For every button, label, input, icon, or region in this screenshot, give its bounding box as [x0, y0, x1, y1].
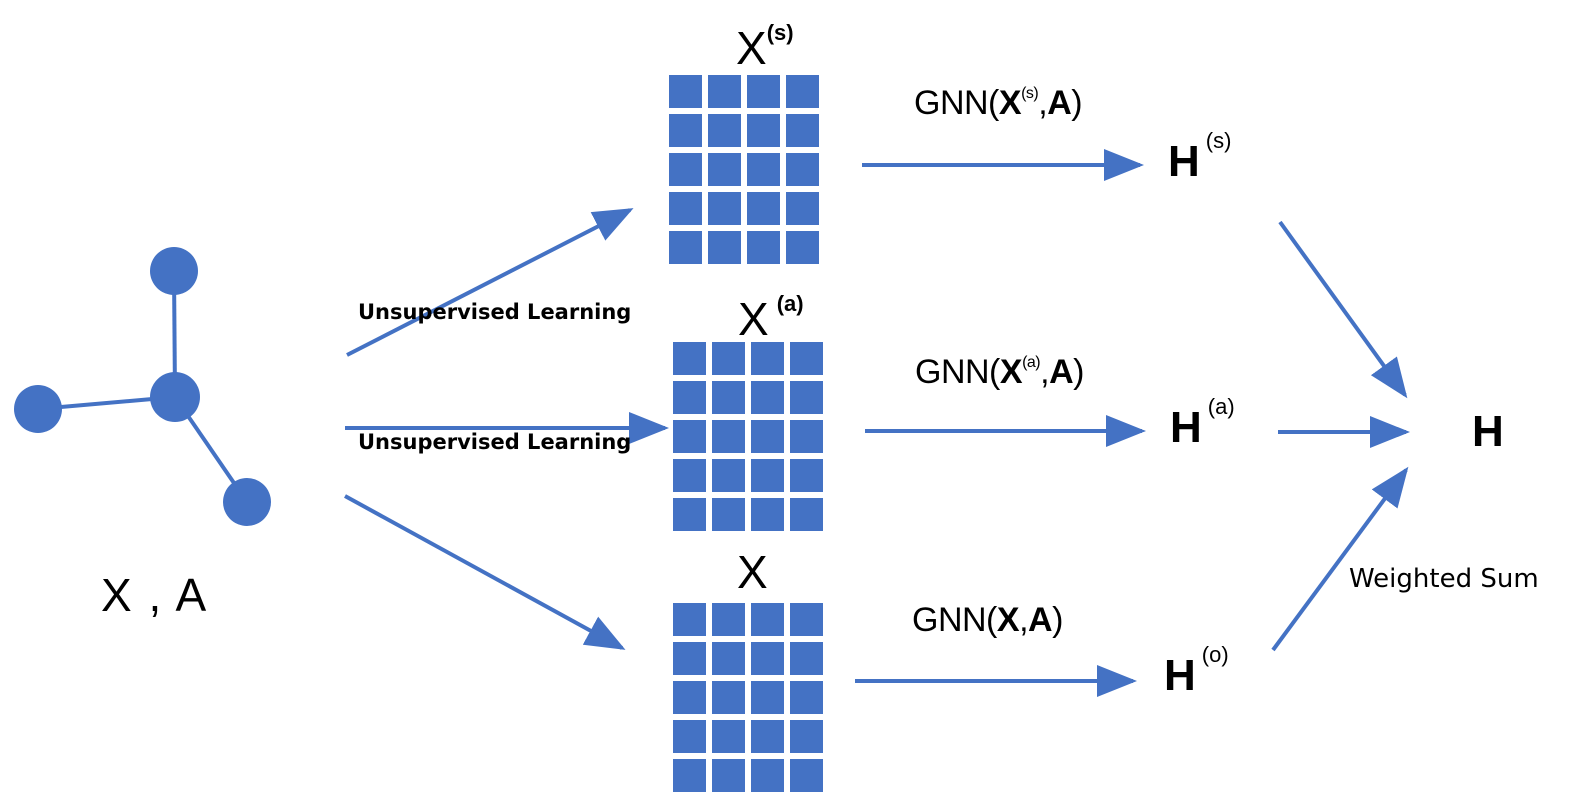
matrix-cell: [673, 342, 706, 375]
gnn-attribute-label: GNN(X(a),A): [915, 353, 1084, 391]
matrix-cell: [751, 720, 784, 753]
matrix-cell: [790, 759, 823, 792]
matrix-cell: [786, 75, 819, 108]
matrix-cell: [712, 720, 745, 753]
matrix-cell: [708, 192, 741, 225]
matrix-cell: [751, 342, 784, 375]
input-graph: [14, 247, 271, 526]
matrix-cell: [751, 681, 784, 714]
matrix-cell: [751, 420, 784, 453]
input-label: X , A: [101, 569, 209, 621]
matrix-cell: [747, 114, 780, 147]
matrix-cell: [673, 459, 706, 492]
matrix-cell: [673, 642, 706, 675]
matrix-cell: [712, 759, 745, 792]
matrix-cell: [747, 75, 780, 108]
matrix-cell: [669, 153, 702, 186]
graph-node: [150, 247, 198, 295]
matrix-cell: [673, 603, 706, 636]
matrix-cell: [712, 603, 745, 636]
matrix-cell: [790, 420, 823, 453]
matrix-cell: [786, 192, 819, 225]
attribute-embedding-label: H(a): [1170, 394, 1235, 452]
structural-feature-matrix: [669, 75, 819, 264]
original-matrix-title: X: [737, 546, 768, 598]
weighted-sum-label: Weighted Sum: [1349, 564, 1539, 594]
attribute-matrix-superscript: (a): [776, 291, 804, 316]
graph-node: [14, 385, 62, 433]
matrix-cell: [673, 498, 706, 531]
matrix-cell: [669, 75, 702, 108]
graph-node: [223, 478, 271, 526]
matrix-cell: [708, 75, 741, 108]
fusion-arrow-original: [1271, 466, 1409, 652]
matrix-cell: [747, 153, 780, 186]
matrix-cell: [712, 459, 745, 492]
matrix-cell: [669, 192, 702, 225]
matrix-cell: [751, 603, 784, 636]
graph-node: [150, 372, 200, 422]
matrix-cell: [712, 381, 745, 414]
matrix-cell: [751, 381, 784, 414]
final-embedding-label: H: [1472, 407, 1504, 456]
matrix-cell: [673, 720, 706, 753]
matrix-cell: [790, 342, 823, 375]
matrix-cell: [708, 114, 741, 147]
matrix-cell: [751, 498, 784, 531]
original-feature-matrix: [673, 603, 823, 792]
structural-embedding-label: H(s): [1168, 128, 1232, 186]
matrix-cell: [669, 114, 702, 147]
matrix-cell: [790, 642, 823, 675]
matrix-cell: [786, 231, 819, 264]
matrix-cell: [751, 759, 784, 792]
matrix-cell: [790, 459, 823, 492]
matrix-cell: [751, 642, 784, 675]
matrix-cell: [790, 381, 823, 414]
matrix-cell: [790, 603, 823, 636]
matrix-cell: [790, 681, 823, 714]
matrix-cell: [673, 420, 706, 453]
matrix-cell: [673, 381, 706, 414]
gnn-original-label: GNN(X,A): [912, 601, 1063, 639]
attribute-matrix-title: X(a): [738, 291, 804, 345]
matrix-cell: [751, 459, 784, 492]
matrix-cell: [712, 342, 745, 375]
structural-matrix-title: X(s): [736, 20, 794, 74]
structural-matrix-superscript: (s): [766, 20, 794, 45]
attribute-feature-matrix: [673, 342, 823, 531]
matrix-cell: [673, 681, 706, 714]
unsupervised-learning-label-upper: Unsupervised Learning: [358, 300, 632, 324]
matrix-cell: [786, 114, 819, 147]
matrix-cell: [786, 153, 819, 186]
matrix-cell: [673, 759, 706, 792]
matrix-cell: [790, 498, 823, 531]
matrix-cell: [712, 498, 745, 531]
matrix-cell: [790, 720, 823, 753]
matrix-cell: [712, 642, 745, 675]
matrix-cell: [712, 681, 745, 714]
gnn-structural-label: GNN(X(s),A): [914, 84, 1083, 122]
matrix-cell: [708, 231, 741, 264]
matrix-cell: [669, 231, 702, 264]
fusion-arrow-structural: [1278, 220, 1408, 399]
arrow-to-structural: [346, 208, 634, 357]
matrix-cell: [747, 192, 780, 225]
unsupervised-learning-label-middle: Unsupervised Learning: [358, 430, 632, 454]
arrow-to-original: [344, 494, 626, 650]
matrix-cell: [747, 231, 780, 264]
original-embedding-label: H(o): [1164, 642, 1229, 700]
matrix-cell: [712, 420, 745, 453]
matrix-cell: [708, 153, 741, 186]
